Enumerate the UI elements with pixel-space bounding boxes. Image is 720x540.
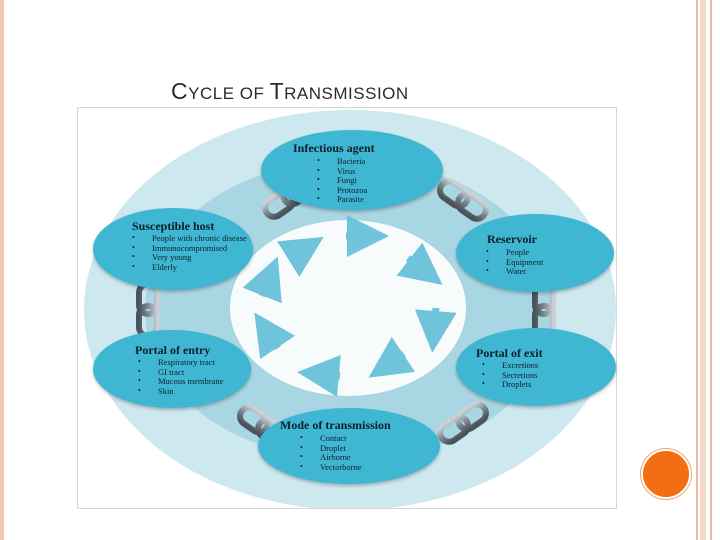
transmission-cycle-diagram: Infectious agent Bacteria Virus Fungi Pr… xyxy=(78,108,616,508)
node-items: Excretions Secretions Droplets xyxy=(482,360,538,390)
title-text: RANSMISSION xyxy=(284,84,409,103)
cycle-arrow xyxy=(277,236,324,277)
node-item: Bacteria xyxy=(317,156,367,167)
node-title: Mode of transmission xyxy=(280,418,391,432)
inner-circle xyxy=(230,220,466,396)
cycle-arrow xyxy=(254,312,296,360)
title-initial: T xyxy=(269,78,285,104)
chain-link-bottom-right xyxy=(437,401,489,445)
node-item: Droplets xyxy=(482,380,538,390)
node-items: People Equipment Water xyxy=(486,247,543,277)
node-item: Mucous membrane xyxy=(138,377,223,387)
node-item: Elderly xyxy=(132,262,252,273)
node-portal-of-entry: Portal of entry Respiratory tract GI tra… xyxy=(93,330,251,408)
slide-title: CYCLE OF TRANSMISSION xyxy=(171,78,409,105)
node-title: Susceptible host xyxy=(132,219,215,233)
node-item: Excretions xyxy=(482,360,538,371)
node-item: Droplet xyxy=(300,443,362,454)
node-item: Very young xyxy=(132,253,252,263)
node-item: Contact xyxy=(300,433,362,444)
node-item: Fungi xyxy=(317,176,367,186)
node-item: Protozoa xyxy=(317,185,367,196)
cycle-arrow xyxy=(297,354,341,397)
node-items: Bacteria Virus Fungi Protozoa Parasite xyxy=(317,156,367,205)
node-item: Respiratory tract xyxy=(138,357,223,368)
node-title: Infectious agent xyxy=(293,141,375,155)
node-item: Water xyxy=(486,267,543,277)
cycle-arrow xyxy=(396,242,443,285)
cycle-arrow xyxy=(414,307,457,353)
cycle-arrow xyxy=(368,336,416,378)
node-items: Contact Droplet Airborne Vectorborne xyxy=(300,433,362,473)
node-item: Airborne xyxy=(300,453,362,463)
node-item: Parasite xyxy=(317,195,367,205)
node-item: GI tract xyxy=(138,367,223,378)
right-edge-stripe xyxy=(700,0,706,540)
node-infectious-agent: Infectious agent Bacteria Virus Fungi Pr… xyxy=(261,130,443,210)
node-portal-of-exit: Portal of exit Excretions Secretions Dro… xyxy=(456,328,616,406)
right-edge-stripe xyxy=(710,0,712,540)
node-reservoir: Reservoir People Equipment Water xyxy=(456,214,614,292)
cycle-arrows xyxy=(242,215,457,397)
node-item: Skin xyxy=(138,386,223,397)
node-item: People with chronic disease xyxy=(132,233,252,244)
node-item: Vectorborne xyxy=(300,462,362,473)
title-text: YCLE OF xyxy=(188,84,270,103)
node-title: Reservoir xyxy=(487,232,537,246)
chain-link-top-right xyxy=(437,178,489,222)
node-items: Respiratory tract GI tract Mucous membra… xyxy=(138,357,223,397)
node-item: Equipment xyxy=(486,257,543,268)
title-initial: C xyxy=(171,78,189,104)
node-item: Virus xyxy=(317,166,367,177)
cycle-arrow xyxy=(242,256,282,304)
node-item: Secretions xyxy=(482,370,538,381)
node-mode-of-transmission: Mode of transmission Contact Droplet Air… xyxy=(258,408,440,484)
node-susceptible-host: Susceptible host People with chronic dis… xyxy=(93,208,253,290)
node-title: Portal of entry xyxy=(135,343,211,357)
left-edge-stripe xyxy=(0,0,4,540)
right-edge-stripe xyxy=(696,0,698,540)
orange-accent-circle xyxy=(641,449,691,499)
node-item: Immunocompromised xyxy=(132,243,252,254)
node-item: People xyxy=(486,247,543,258)
node-title: Portal of exit xyxy=(476,346,543,360)
node-items: People with chronic disease Immunocompro… xyxy=(132,233,252,273)
